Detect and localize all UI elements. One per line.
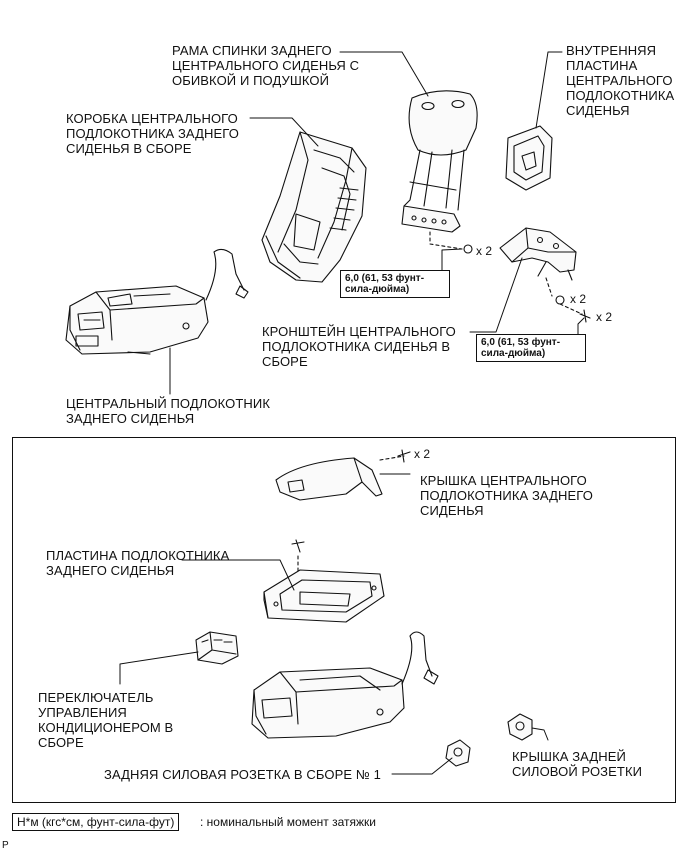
qty-bracket-bolt: x 2 (596, 310, 613, 324)
armrest-cover-part (275, 457, 383, 501)
armrest-box-part (261, 131, 367, 283)
qty-cover-screw: x 2 (414, 447, 431, 461)
legend-description: : номинальный момент затяжки (200, 815, 376, 829)
power-outlet-part (445, 739, 471, 767)
qty-seatback-nut: x 2 (476, 244, 493, 258)
ac-switch-part (195, 631, 239, 665)
label-bracket: КРОНШТЕЙН ЦЕНТРАЛЬНОГО ПОДЛОКОТНИКА СИДЕ… (262, 324, 456, 369)
qty-bracket-nut: x 2 (570, 292, 587, 306)
legend-unit-box: Н*м (кгс*см, фунт-сила-фут) (12, 813, 180, 831)
cover-screw (397, 449, 411, 463)
label-inner-plate: ВНУТРЕННЯЯ ПЛАСТИНА ЦЕНТРАЛЬНОГО ПОДЛОКО… (566, 43, 675, 118)
label-outlet-cover: КРЫШКА ЗАДНЕЙ СИЛОВОЙ РОЗЕТКИ (512, 749, 643, 779)
leader-lines (119, 51, 585, 775)
inner-plate-part (505, 125, 553, 191)
outlet-cover-part (507, 713, 533, 741)
label-center-armrest: ЦЕНТРАЛЬНЫЙ ПОДЛОКОТНИК ЗАДНЕГО СИДЕНЬЯ (66, 396, 270, 426)
label-armrest-box: КОРОБКА ЦЕНТРАЛЬНОГО ПОДЛОКОТНИКА ЗАДНЕГ… (66, 111, 239, 156)
label-ac-switch: ПЕРЕКЛЮЧАТЕЛЬ УПРАВЛЕНИЯ КОНДИЦИОНЕРОМ В… (38, 690, 174, 750)
torque-spec-2: 6,0 (61, 53 фунт- сила-дюйма) (476, 334, 586, 362)
torque-spec-1: 6,0 (61, 53 фунт- сила-дюйма) (340, 270, 450, 298)
label-power-outlet: ЗАДНЯЯ СИЛОВАЯ РОЗЕТКА В СБОРЕ № 1 (104, 767, 381, 782)
lower-section-frame (12, 437, 676, 803)
lower-armrest-part (251, 631, 439, 739)
bracket-part (499, 227, 577, 281)
center-armrest-part (65, 248, 249, 355)
figure-mark: P (2, 840, 9, 851)
seatback-frame-part (401, 90, 478, 233)
label-seatback-frame: РАМА СПИНКИ ЗАДНЕГО ЦЕНТРАЛЬНОГО СИДЕНЬЯ… (172, 43, 360, 88)
label-armrest-cover: КРЫШКА ЦЕНТРАЛЬНОГО ПОДЛОКОТНИКА ЗАДНЕГО… (420, 473, 593, 518)
plate-screw (291, 539, 305, 553)
label-armrest-plate: ПЛАСТИНА ПОДЛОКОТНИКА ЗАДНЕГО СИДЕНЬЯ (46, 548, 230, 578)
armrest-plate-part (263, 569, 385, 623)
